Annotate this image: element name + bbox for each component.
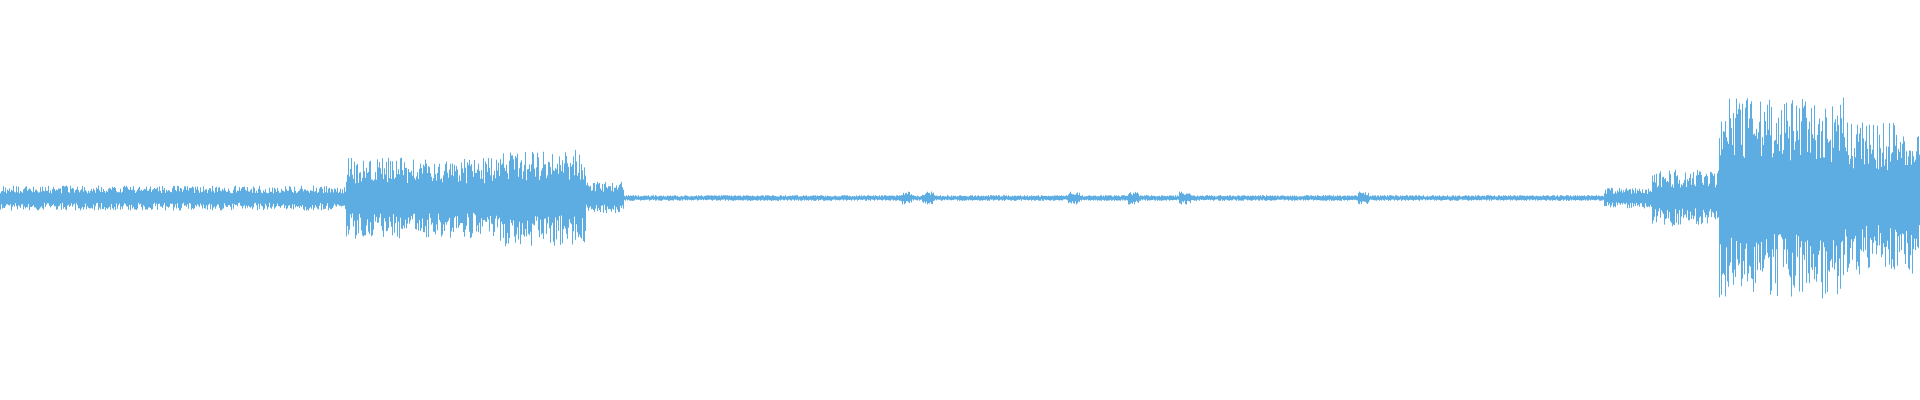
waveform-trace: [0, 97, 1920, 299]
waveform-lines: [0, 97, 1920, 299]
